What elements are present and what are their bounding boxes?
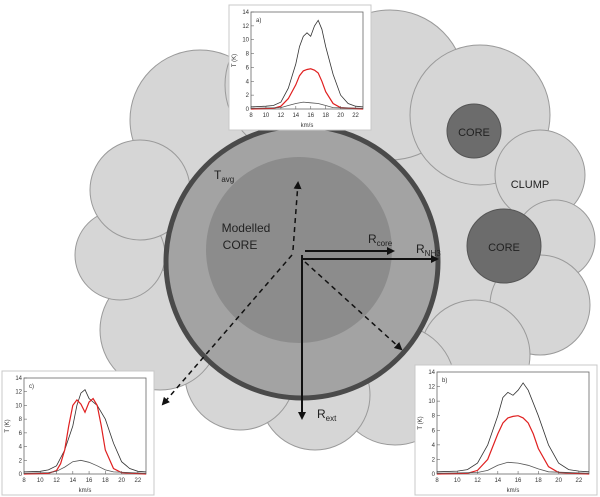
x-tick-label: 12 [53,478,60,484]
x-tick-label: 18 [322,113,329,119]
x-tick-label: 20 [337,113,344,119]
x-tick-label: 10 [263,113,270,119]
y-tick-label: 4 [246,79,250,85]
y-tick-label: 10 [428,399,435,405]
core-top-label: CORE [458,127,490,139]
spectrum-series-black [250,19,364,108]
y-tick-label: 12 [242,24,249,30]
x-tick-label: 18 [535,478,542,484]
spectrum-panel-b: 8 10 12 14 16 18 20 22 0 2 4 6 8 10 12 14 km/s T (K) b) [414,364,598,496]
core-top-right [446,103,502,159]
y-tick-label: 2 [432,457,436,463]
spectrum-series-gray [250,101,364,109]
spectrum-series-gray [23,459,147,474]
x-tick-label: 20 [118,478,125,484]
x-tick-label: 16 [307,113,314,119]
spectrum-series-gray [436,461,590,474]
y-tick-label: 8 [432,414,436,420]
x-tick-label: 8 [249,113,253,119]
modelled-label-line2: CORE [223,238,258,252]
r-core-label: Rcore [368,232,393,248]
y-tick-label: 0 [432,472,436,478]
spectrum-series-red [250,68,364,110]
x-tick-label: 18 [102,478,109,484]
y-tick-label: 8 [19,417,23,423]
core-right [466,208,542,284]
arrow-up-dashed [292,181,302,251]
x-tick-label: 16 [86,478,93,484]
r-nh3-label: RNH3 [416,242,441,258]
arrows [161,181,439,420]
r-ext-label: Rext [317,407,337,423]
x-tick-label: 14 [292,113,299,119]
y-tick-label: 14 [428,370,435,376]
x-tick-label: 12 [278,113,285,119]
x-tick-label: 10 [454,478,461,484]
x-tick-label: 8 [22,478,26,484]
inner-core [206,157,392,343]
y-tick-label: 0 [246,107,250,113]
y-tick-label: 4 [19,445,23,451]
y-tick-label: 2 [19,458,23,464]
x-tick-label: 12 [474,478,481,484]
panel-label: b) [442,378,447,384]
arrow-down-left-dashed [161,254,293,406]
spectrum-series-red [23,397,147,475]
x-tick-label: 22 [135,478,142,484]
y-tick-label: 2 [246,93,250,99]
x-tick-label: 8 [435,478,439,484]
y-axis-label: T (K) [232,54,238,67]
x-axis-label: km/s [79,488,92,494]
y-tick-label: 14 [242,10,249,16]
x-tick-label: 10 [37,478,44,484]
y-tick-label: 10 [15,403,22,409]
x-axis-label: km/s [301,123,314,129]
core-right-label: CORE [488,242,520,254]
x-tick-label: 14 [69,478,76,484]
y-tick-label: 14 [15,376,22,382]
x-tick-label: 22 [576,478,583,484]
x-tick-label: 16 [515,478,522,484]
plot-area [23,377,147,475]
modelled-label-line1: Modelled [222,221,271,235]
x-tick-label: 20 [555,478,562,484]
y-tick-label: 12 [15,390,22,396]
panel-label: a) [256,18,261,24]
spectrum-series-black [436,382,590,473]
y-axis-label: T (K) [418,416,424,429]
y-tick-label: 8 [246,52,250,58]
y-tick-label: 10 [242,38,249,44]
plot-area [436,371,590,475]
spectrum-series-red [436,415,590,475]
spectrum-frame [228,4,372,131]
x-axis-label: km/s [507,488,520,494]
arrow-down-right-dashed [304,261,403,351]
y-tick-label: 4 [432,443,436,449]
plot-area [250,11,364,110]
spectrum-series-black [23,389,147,473]
x-tick-label: 22 [352,113,359,119]
y-tick-label: 6 [246,65,250,71]
y-tick-label: 6 [19,431,23,437]
panel-label: c) [29,384,34,390]
y-axis-label: T (K) [5,419,11,432]
y-tick-label: 12 [428,385,435,391]
y-tick-label: 0 [19,472,23,478]
y-tick-label: 6 [432,428,436,434]
clump-label: CLUMP [511,179,550,191]
t-avg-label: Tavg [214,168,234,184]
spectrum-frame [414,364,598,496]
x-tick-label: 14 [494,478,501,484]
